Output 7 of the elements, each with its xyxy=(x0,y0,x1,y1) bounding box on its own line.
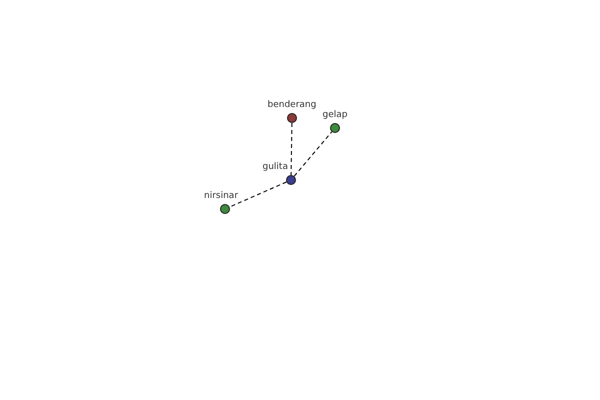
node-label: benderang xyxy=(268,100,316,111)
connector-line xyxy=(229,182,287,208)
connector-line xyxy=(290,122,292,176)
connector-line xyxy=(294,131,332,177)
node-label: nirsinar xyxy=(204,191,238,202)
node-label: gulita xyxy=(262,162,288,173)
node-label: gelap xyxy=(322,110,348,121)
